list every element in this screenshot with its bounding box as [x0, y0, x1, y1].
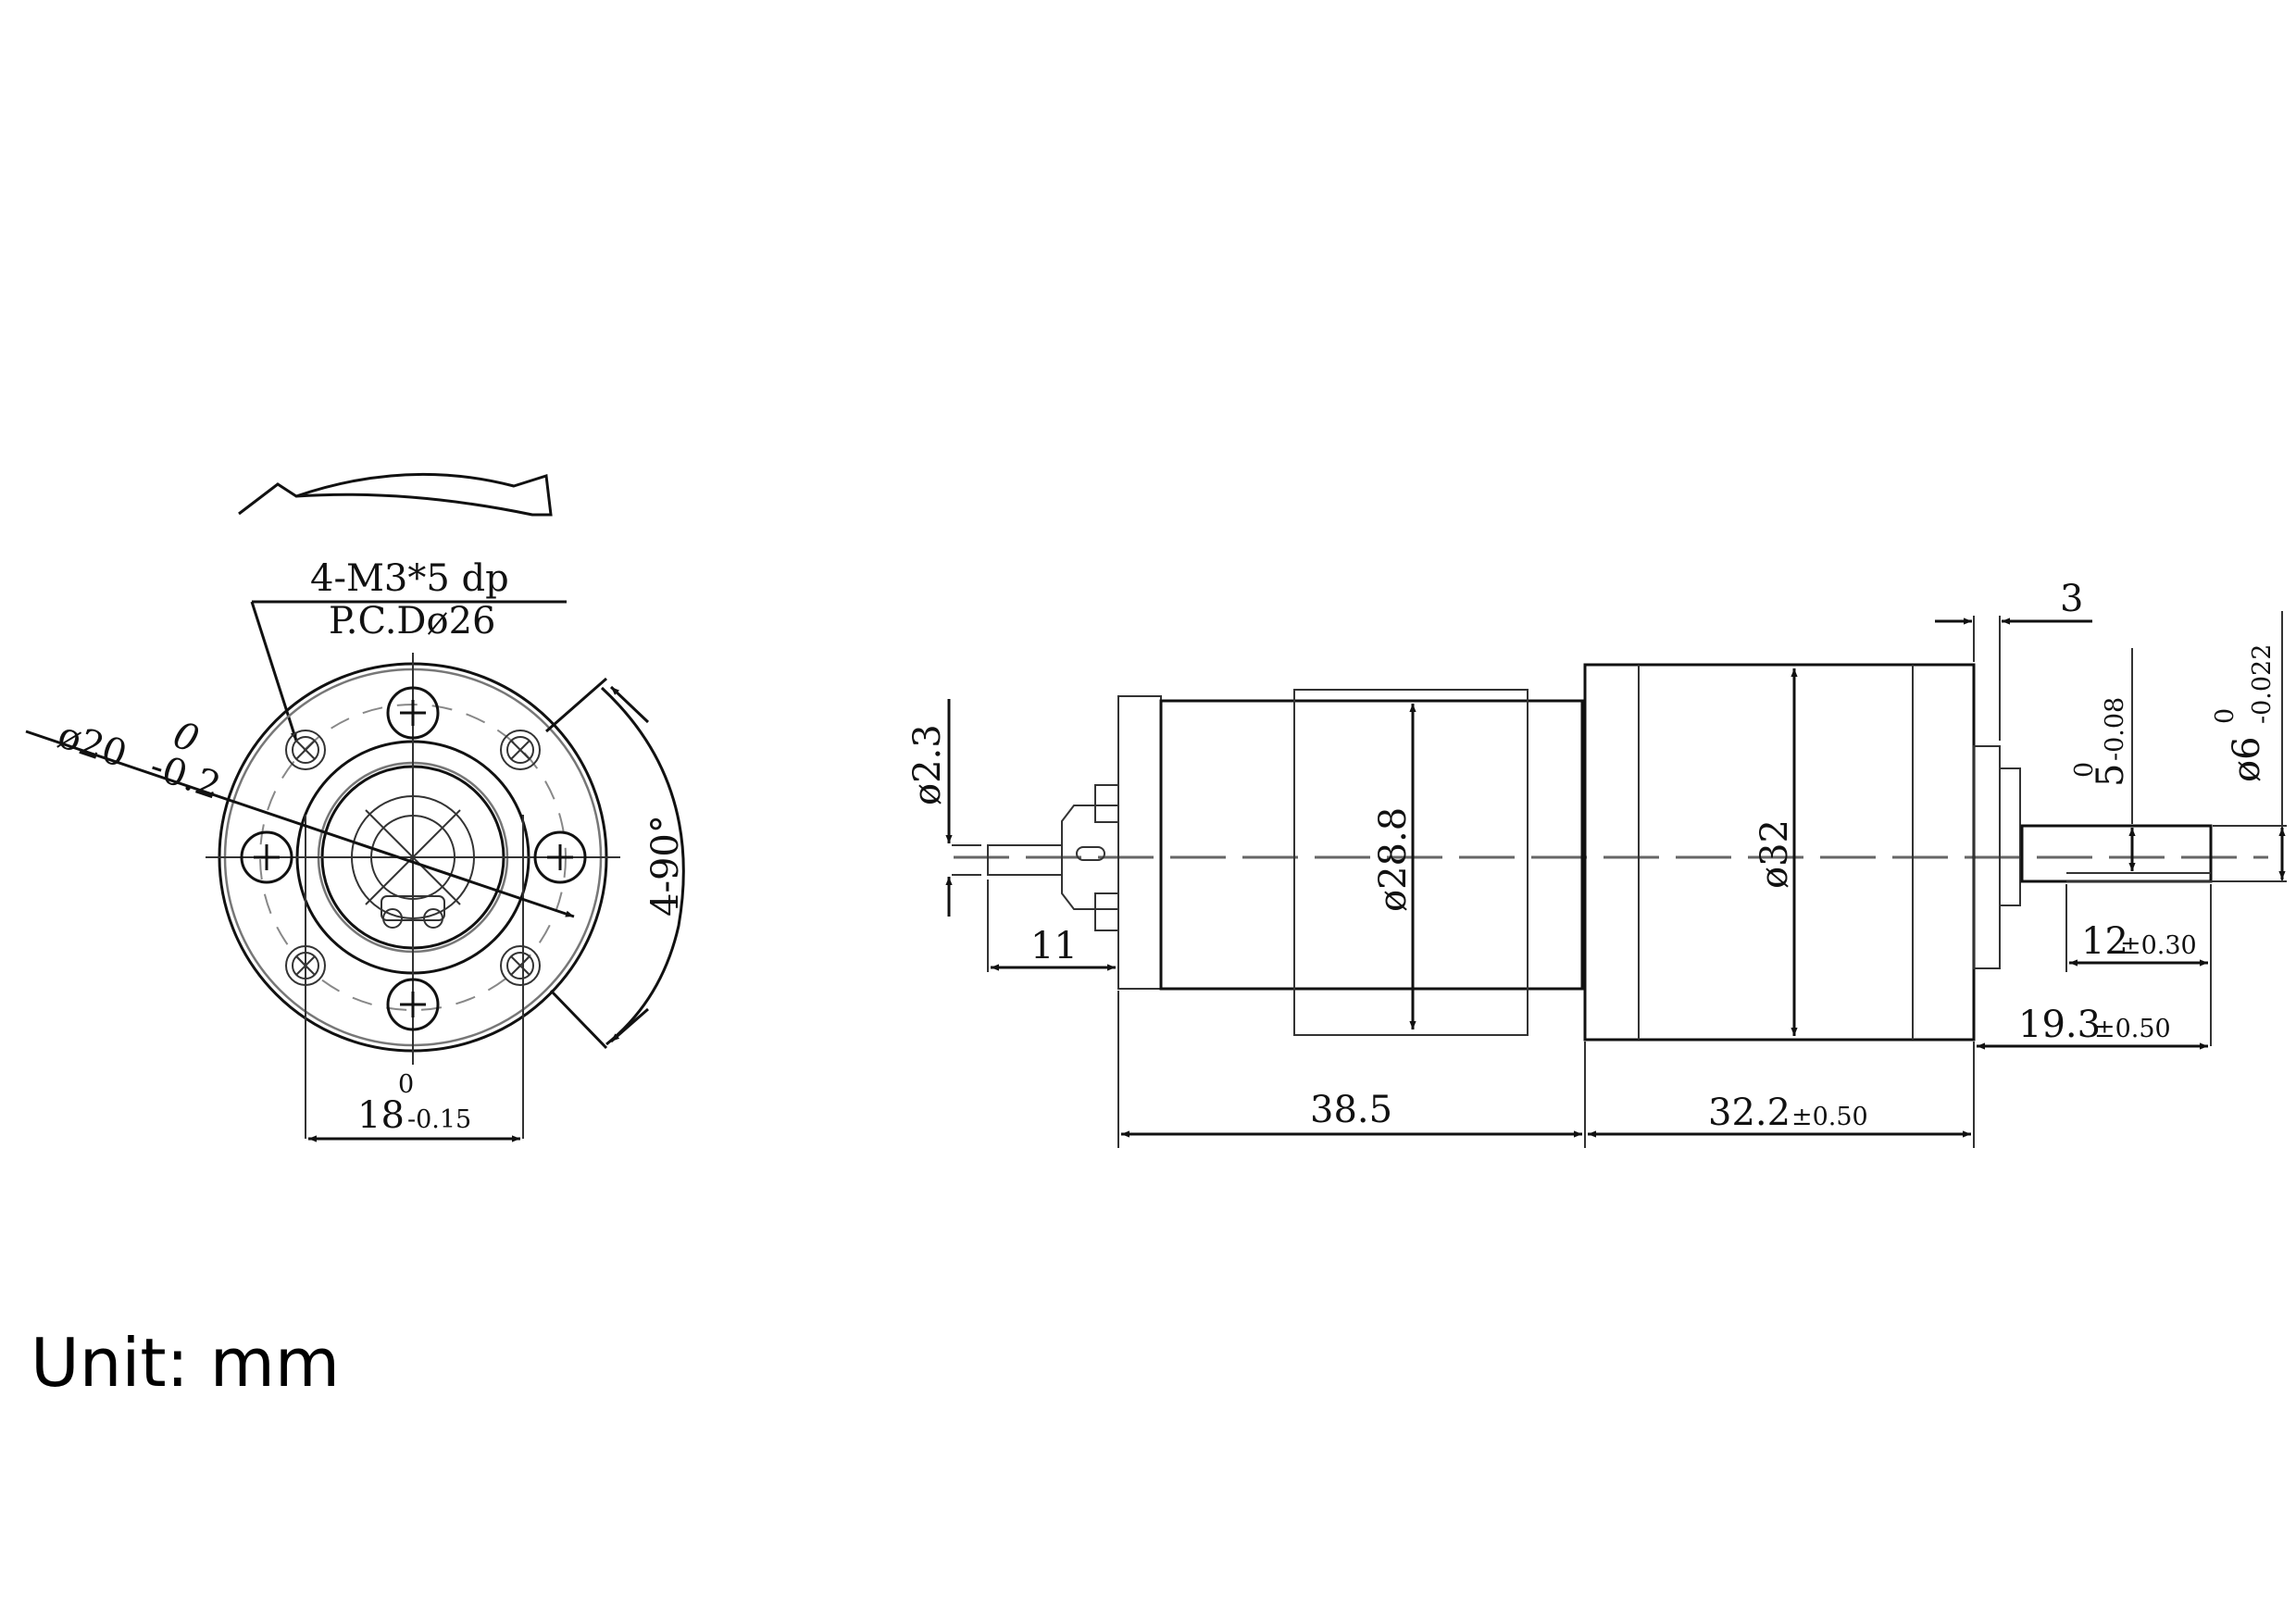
motor-can	[1159, 699, 1584, 991]
svg-text:0: 0	[398, 1070, 414, 1099]
motor-diameter-label: ø28.8	[1372, 807, 1415, 912]
motor-endcap	[1117, 695, 1162, 990]
side-view: ø2.3 11 ø28.8 ø32 38.5 32.2 ±0.50 3 5 -0…	[906, 578, 2287, 1148]
tapped-hole-icon	[500, 945, 541, 986]
svg-text:0: 0	[168, 714, 204, 762]
thread-callout: 4-M3*5 dp	[310, 557, 509, 600]
rotation-arrow-icon	[238, 472, 553, 517]
flat-depth-label: 5	[2090, 764, 2132, 787]
gearbox-length-label: 32.2	[1708, 1092, 1791, 1134]
svg-text:0: 0	[2211, 708, 2240, 724]
tapped-hole-icon	[285, 945, 326, 986]
flat-width-label: 18	[357, 1094, 405, 1137]
unit-label: Unit: mm	[31, 1324, 340, 1402]
tapped-hole-icon	[500, 730, 541, 770]
gearbox-diameter-label: ø32	[1753, 819, 1796, 889]
shaft-diameter-label: ø6	[2226, 736, 2268, 782]
pcd-callout: P.C.Dø26	[329, 600, 495, 643]
angle-label: 4-90°	[644, 815, 687, 917]
shaft-length-label: 19.3	[2018, 1004, 2101, 1046]
screw-icon	[240, 830, 293, 884]
screw-icon	[386, 686, 440, 740]
front-view: 4-M3*5 dp P.C.Dø26	[25, 472, 687, 1142]
motor-length-label: 38.5	[1310, 1089, 1392, 1131]
svg-text:0: 0	[2070, 762, 2099, 778]
svg-text:-0.022: -0.022	[2248, 644, 2277, 724]
svg-text:±0.30: ±0.30	[2120, 931, 2197, 960]
pilot-length-label: 3	[2060, 578, 2083, 620]
svg-text:±0.50: ±0.50	[2094, 1015, 2171, 1043]
svg-text:±0.50: ±0.50	[1791, 1103, 1868, 1131]
svg-text:-0.15: -0.15	[407, 1105, 471, 1134]
rear-shaft-length-label: 11	[1030, 925, 1078, 967]
svg-text:-0.08: -0.08	[2101, 697, 2129, 761]
tapped-hole-icon	[285, 730, 326, 770]
flat-length-label: 12	[2081, 920, 2128, 963]
boss-diameter-label: ø20	[53, 714, 132, 777]
rear-shaft-diameter-label: ø2.3	[906, 724, 949, 805]
screw-icon	[533, 830, 587, 884]
screw-icon	[386, 978, 440, 1031]
